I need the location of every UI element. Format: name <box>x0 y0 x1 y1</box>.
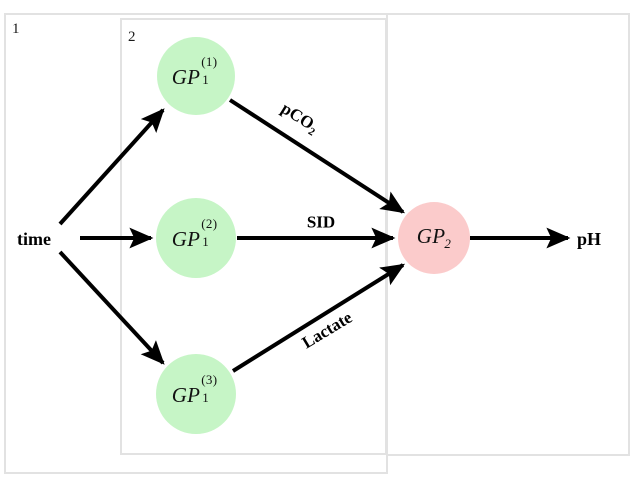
node-gp1-3[interactable]: GP(3)1 <box>156 354 236 434</box>
node-gp2[interactable]: GP2 <box>398 202 470 274</box>
node-gp1-2[interactable]: GP(2)1 <box>156 198 236 278</box>
node-gp1-3-label: GP(3)1 <box>171 371 218 407</box>
outer-plate-frame <box>388 13 630 456</box>
plate-1-label: 1 <box>12 21 20 37</box>
node-gp1-2-label: GP(2)1 <box>171 215 218 251</box>
plate-2-label: 2 <box>128 29 136 45</box>
output-node-ph: pH <box>577 229 602 249</box>
node-gp1-1-label: GP(1)1 <box>171 53 218 89</box>
node-gp1-1[interactable]: GP(1)1 <box>157 37 235 115</box>
node-gp2-label: GP2 <box>416 224 452 251</box>
edge-label-sid: SID <box>306 212 336 232</box>
input-node-time: time <box>17 229 51 249</box>
